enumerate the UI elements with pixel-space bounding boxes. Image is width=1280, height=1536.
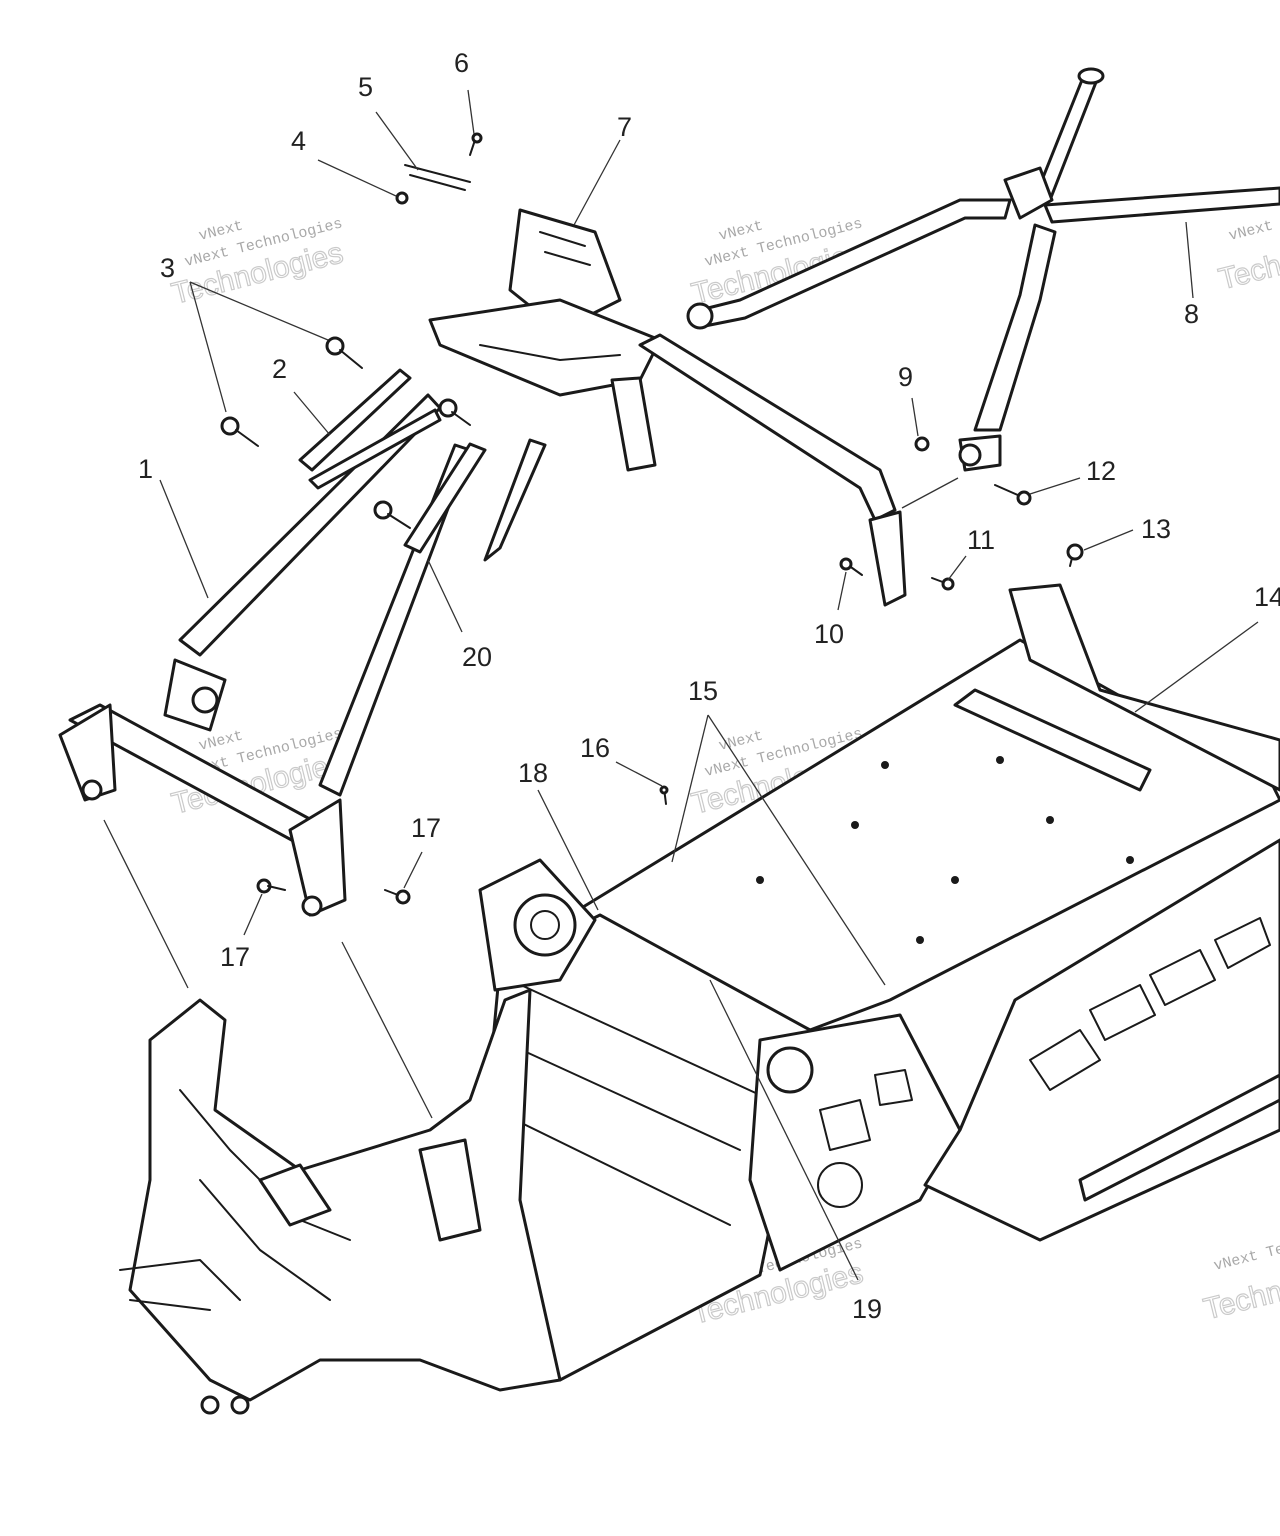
callout-12: 12 <box>1086 456 1116 486</box>
watermark-text: vNext Tec <box>1212 1239 1280 1275</box>
callout-7: 7 <box>617 112 632 142</box>
part-1-front-brace <box>58 368 547 917</box>
callout-labels: 1 2 3 4 5 6 7 8 9 10 11 12 13 14 15 16 1… <box>138 48 1280 1324</box>
callout-16: 16 <box>580 733 610 763</box>
callout-13: 13 <box>1141 514 1171 544</box>
callout-1: 1 <box>138 454 153 484</box>
callout-14: 14 <box>1254 582 1280 612</box>
callout-17: 17 <box>220 942 250 972</box>
callout-18: 18 <box>518 758 548 788</box>
callout-10: 10 <box>814 619 844 649</box>
callout-5: 5 <box>358 72 373 102</box>
part-7-steering-support <box>428 208 907 607</box>
callout-6: 6 <box>454 48 469 78</box>
callout-15: 15 <box>688 676 718 706</box>
callout-19: 19 <box>852 1294 882 1324</box>
callout-3: 3 <box>160 253 175 283</box>
callout-4: 4 <box>291 126 306 156</box>
hardware-fasteners <box>220 132 1084 905</box>
leader-lines <box>103 89 1259 1281</box>
watermark-text: vNext Tec <box>1227 209 1280 245</box>
watermark-text: Technol <box>1200 1269 1280 1326</box>
part-8-steering-hoop <box>686 67 1280 472</box>
callout-20: 20 <box>462 642 492 672</box>
callout-9: 9 <box>898 362 913 392</box>
part-14-chassis-tunnel <box>468 583 1280 1382</box>
watermark-text: Techn <box>1215 245 1280 296</box>
callout-17: 17 <box>411 813 441 843</box>
front-bulkhead <box>119 858 597 1415</box>
callout-8: 8 <box>1184 299 1199 329</box>
callout-11: 11 <box>967 525 995 555</box>
callout-2: 2 <box>272 354 287 384</box>
